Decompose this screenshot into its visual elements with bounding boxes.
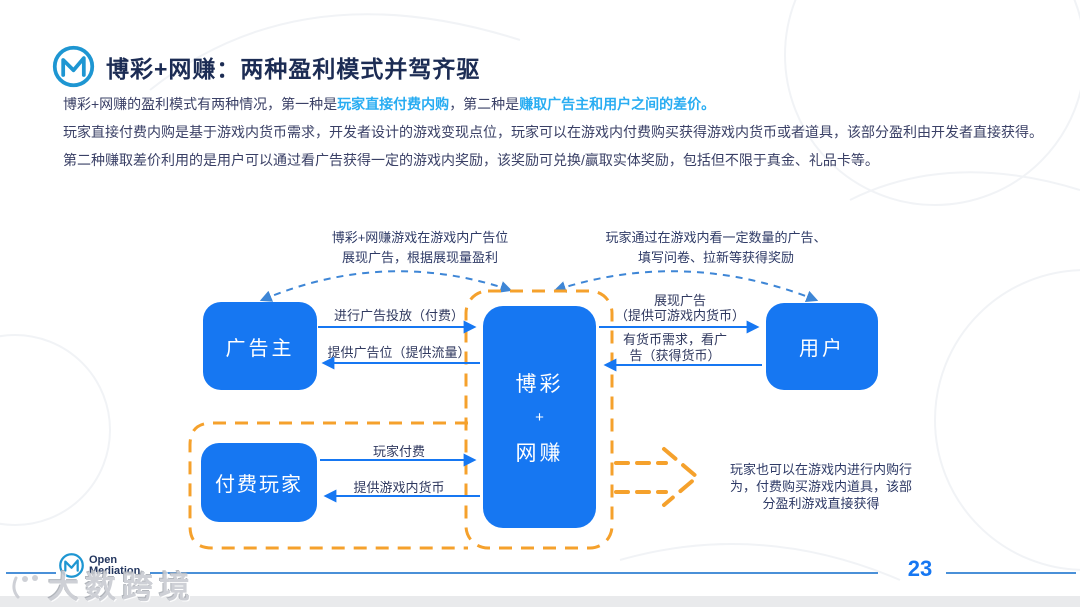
paying-player-box: 付费玩家: [201, 443, 317, 522]
side-note-line3: 分盈利游戏直接获得: [762, 496, 880, 511]
advertiser-box: 广告主: [203, 302, 317, 390]
intro-line1-highlight2: 赚取广告主和用户之间的差价。: [519, 96, 716, 112]
edge-label-place-ads: 进行广告投放（付费）: [333, 308, 464, 323]
edge-label-need-currency: 有货币需求，看广 告（获得货币）: [600, 332, 750, 364]
edge-label-need-currency-line2: 告（获得货币）: [629, 348, 721, 363]
header: 博彩+网赚：两种盈利模式并驾齐驱: [51, 44, 480, 89]
annotation-right-line2: 填写问卷、拉新等获得奖励: [637, 250, 794, 265]
center-box-plus: +: [535, 408, 544, 426]
annotation-right-line1: 玩家通过在游戏内看一定数量的广告、: [605, 230, 827, 245]
open-mediation-logo-icon: [59, 553, 84, 578]
intro-line1-part2: ，第二种是: [449, 96, 520, 112]
edge-label-provide-currency: 提供游戏内货币: [353, 480, 445, 495]
intro-line-3: 第二种赚取差价利用的是用户可以通过看广告获得一定的游戏内奖励，该奖励可兑换/赢取…: [63, 152, 879, 168]
footer-open-mediation-logo: Open Mediation: [58, 552, 140, 579]
watermark-text: 大数跨境: [48, 570, 196, 605]
edge-label-player-pay: 玩家付费: [372, 444, 425, 459]
intro-line1-part1: 博彩+网赚的盈利模式有两种情况，第一种是: [63, 96, 338, 112]
footer-divider-center: [150, 572, 878, 574]
user-box: 用户: [766, 303, 878, 390]
edge-label-show-ads: 展现广告 （提供可游戏内货币）: [602, 293, 758, 323]
intro-line-2: 玩家直接付费内购是基于游戏内货币需求，开发者设计的游戏变现点位，玩家可以在游戏内…: [63, 124, 1043, 140]
footer-divider-left: [6, 572, 56, 574]
page-title: 博彩+网赚：两种盈利模式并驾齐驱: [106, 55, 481, 82]
logo-text-line1: Open: [89, 553, 118, 566]
side-note-line2: 为，付费购买游戏内道具，该部: [729, 479, 912, 494]
center-box-line2: 网赚: [515, 441, 564, 465]
open-mediation-logo-icon: [52, 45, 95, 88]
annotation-left-line2: 展现广告，根据展现量盈利: [341, 250, 498, 265]
center-box-line1: 博彩: [515, 372, 564, 396]
open-mediation-logo-text: Open Mediation: [89, 553, 141, 577]
annotation-left: 博彩+网赚游戏在游戏内广告位 展现广告，根据展现量盈利: [285, 228, 555, 268]
side-note-line1: 玩家也可以在游戏内进行内购行: [729, 462, 912, 477]
orange-dashed-arrow: [614, 447, 701, 507]
intro-line-1: 博彩+网赚的盈利模式有两种情况，第一种是玩家直接付费内购，第二种是赚取广告主和用…: [63, 95, 1058, 114]
intro-line1-highlight1: 玩家直接付费内购: [337, 96, 450, 112]
annotation-left-line1: 博彩+网赚游戏在游戏内广告位: [331, 230, 509, 245]
annotation-right: 玩家通过在游戏内看一定数量的广告、 填写问卷、拉新等获得奖励: [582, 228, 850, 268]
watermark-icon: [12, 574, 38, 598]
logo-text-line2: Mediation: [89, 564, 141, 577]
intro-text: 博彩+网赚的盈利模式有两种情况，第一种是玩家直接付费内购，第二种是赚取广告主和用…: [63, 95, 1058, 179]
watermark: 大数跨境: [8, 562, 196, 607]
dashed-curve-advertiser-center: [259, 270, 513, 302]
center-box: 博彩 + 网赚: [483, 306, 596, 528]
edge-label-need-currency-line1: 有货币需求，看广: [622, 332, 727, 347]
page-number: 23: [907, 556, 933, 581]
footer-divider-right: [946, 572, 1076, 574]
edge-label-show-ads-line1: 展现广告: [653, 293, 706, 308]
edge-label-provide-ad-slot: 提供广告位（提供流量）: [327, 345, 471, 360]
edge-label-show-ads-line2: （提供可游戏内货币）: [614, 308, 745, 323]
side-note: 玩家也可以在游戏内进行内购行 为，付费购买游戏内道具，该部 分盈利游戏直接获得: [702, 461, 940, 512]
bottom-strip: [0, 596, 1080, 607]
